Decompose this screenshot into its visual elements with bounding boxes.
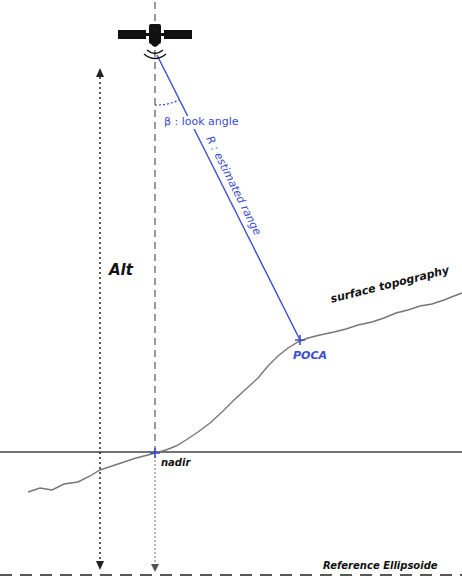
- ellipsoid-label: Reference Ellipsoide: [322, 560, 439, 572]
- nadir-level-line: [0, 451, 462, 452]
- poca-marker: [295, 335, 305, 345]
- look-angle-label: β : look angle: [163, 116, 240, 129]
- nadir-axis: [155, 2, 156, 452]
- reference-ellipsoid-line: [0, 574, 462, 576]
- range-line: [157, 55, 300, 340]
- nadir-label: nadir: [160, 457, 191, 469]
- surface-topography-curve: [28, 293, 462, 492]
- nadir-to-ellipsoid: [154, 456, 155, 568]
- poca-label: POCA: [292, 350, 328, 363]
- altitude-arrow: [99, 72, 101, 566]
- range-label: R : estimated range: [202, 133, 263, 238]
- look-angle-arc: [155, 100, 179, 105]
- surface-label: surface topography: [328, 264, 451, 306]
- satellite-icon: [118, 24, 192, 59]
- nadir-marker: [150, 448, 160, 458]
- altitude-label: Alt: [108, 262, 134, 279]
